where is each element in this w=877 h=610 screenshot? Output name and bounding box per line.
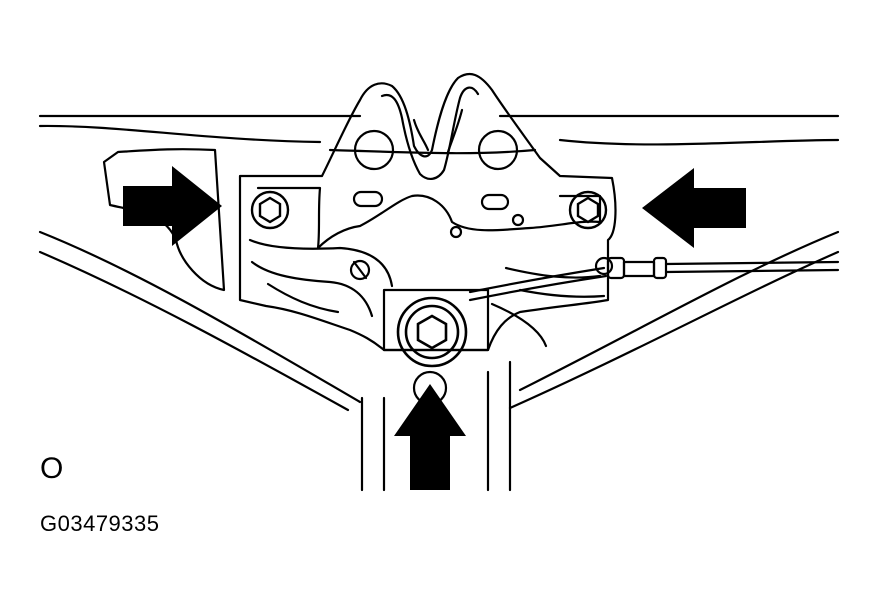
bolt-center <box>396 296 468 368</box>
right-arrow-icon <box>123 166 222 246</box>
bolt-right <box>568 190 608 230</box>
left-arrow-icon <box>642 168 746 248</box>
bolt-left <box>250 190 290 230</box>
up-arrow-icon <box>394 384 466 490</box>
housing-holes <box>349 129 525 406</box>
latch-housing <box>238 72 617 352</box>
corner-mark: O <box>40 452 64 485</box>
support-stay <box>360 288 512 492</box>
striker-notch <box>380 86 480 180</box>
figure-code: G03479335 <box>40 511 160 536</box>
release-cable <box>468 256 840 302</box>
